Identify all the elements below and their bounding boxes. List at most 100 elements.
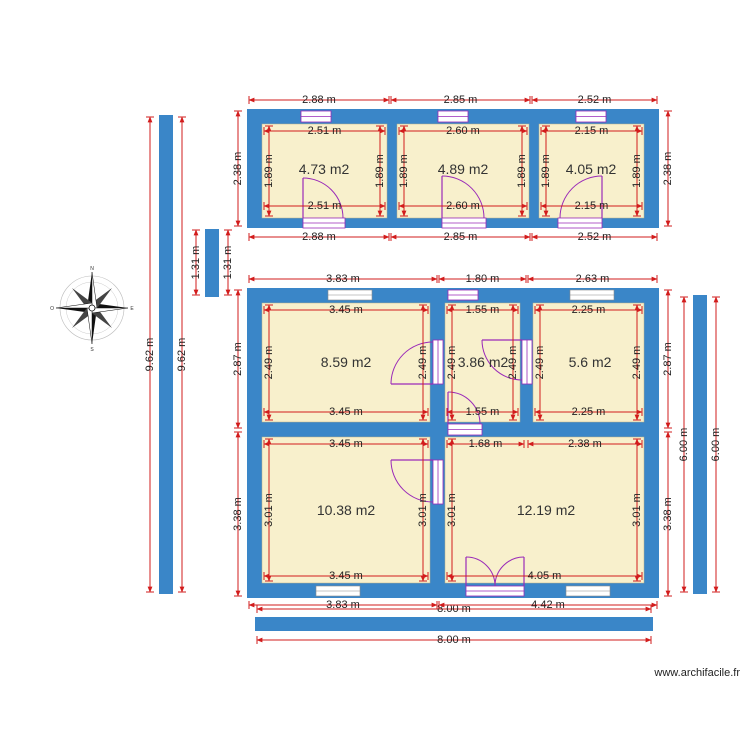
room-top-2	[396, 123, 530, 219]
dimension-label: 2.51 m	[308, 125, 342, 137]
dimension: 2.51 m	[263, 125, 386, 137]
area-label: 12.19 m2	[517, 502, 576, 518]
dimension: 2.87 m	[662, 289, 674, 429]
dimension-label: 3.01 m	[417, 493, 429, 527]
dimension: 1.89 m	[631, 125, 643, 217]
area-label: 10.38 m2	[317, 502, 376, 518]
dimension: 1.89 m	[263, 125, 275, 217]
dimension-label: 3.01 m	[631, 493, 643, 527]
window	[300, 110, 332, 123]
dimension: 2.52 m	[531, 231, 658, 243]
right-wall	[693, 295, 707, 594]
dimension-label: 2.85 m	[444, 231, 478, 243]
dimension: 2.88 m	[248, 94, 390, 106]
dimension-label: 3.45 m	[329, 438, 363, 450]
dimension-label: 3.83 m	[326, 273, 360, 285]
area-label: 3.86 m2	[458, 354, 509, 370]
dimension: 3.45 m	[263, 570, 429, 582]
dimension-label: 2.85 m	[444, 94, 478, 106]
dimension: 8.00 m	[256, 634, 652, 646]
door	[557, 175, 603, 229]
dimension: 1.89 m	[374, 125, 386, 217]
dimension: 2.49 m	[446, 304, 458, 421]
dimension-label: 6.00 m	[678, 428, 690, 462]
window	[315, 585, 361, 597]
dimension: 2.25 m	[534, 304, 643, 316]
dimension: 1.31 m	[190, 229, 202, 296]
dimension: 1.68 m	[446, 438, 525, 450]
dimension: 3.01 m	[631, 438, 643, 582]
pillar	[205, 229, 219, 297]
compass-west: O	[50, 306, 54, 312]
dimension-label: 2.49 m	[534, 346, 546, 380]
dimension-label: 9.62 m	[144, 338, 156, 372]
window	[447, 289, 479, 301]
dimension: 1.89 m	[398, 125, 410, 217]
dimension: 2.49 m	[417, 304, 429, 421]
dimension: 3.83 m	[248, 599, 438, 611]
dimension-label: 2.87 m	[662, 342, 674, 376]
compass-rose: N S E O	[50, 266, 134, 353]
dimension-label: 1.89 m	[398, 154, 410, 188]
room-4	[261, 436, 431, 584]
dimension-label: 9.62 m	[176, 338, 188, 372]
dimension: 1.89 m	[540, 125, 552, 217]
dimension-label: 3.83 m	[326, 599, 360, 611]
room-2	[444, 302, 521, 423]
door	[390, 459, 444, 505]
dimension-label: 2.52 m	[578, 231, 612, 243]
dimension: 3.45 m	[263, 304, 429, 316]
dimension-label: 2.60 m	[446, 125, 480, 137]
dimension: 6.00 m	[678, 296, 690, 593]
area-label: 4.05 m2	[566, 161, 617, 177]
dimension: 2.52 m	[531, 94, 658, 106]
dimension-label: 2.49 m	[417, 346, 429, 380]
dimension: 2.88 m	[248, 231, 390, 243]
left-wall	[159, 115, 173, 594]
dimension: 4.42 m	[438, 599, 658, 611]
dimension: 9.62 m	[176, 116, 188, 593]
dimension: 3.45 m	[263, 438, 429, 450]
dimension-label: 2.88 m	[302, 231, 336, 243]
dimension-label: 3.01 m	[446, 493, 458, 527]
dimension-label: 3.45 m	[329, 406, 363, 418]
dimension: 1.80 m	[438, 273, 527, 285]
dimension: 2.63 m	[527, 273, 658, 285]
dimension-label: 2.49 m	[263, 346, 275, 380]
bottom-wall	[255, 617, 653, 631]
window	[569, 289, 615, 301]
dimension-label: 1.31 m	[222, 246, 234, 280]
dimension: 9.62 m	[144, 116, 156, 593]
dimension-label: 2.60 m	[446, 200, 480, 212]
dimension-label: 1.68 m	[469, 438, 503, 450]
dimension: 2.60 m	[398, 200, 528, 212]
dimension: 2.60 m	[398, 125, 528, 137]
dimension-label: 1.89 m	[263, 154, 275, 188]
room-3	[532, 302, 645, 423]
dimension: 2.85 m	[390, 231, 531, 243]
dimension: 2.49 m	[263, 304, 275, 421]
dimension-label: 2.52 m	[578, 94, 612, 106]
dimension-label: 1.89 m	[516, 154, 528, 188]
dimension-label: 2.87 m	[232, 342, 244, 376]
dimension-label: 2.63 m	[576, 273, 610, 285]
room-top-1	[261, 123, 388, 219]
dimension: 3.01 m	[263, 438, 275, 582]
dimension: 2.25 m	[534, 406, 643, 418]
dimension-label: 3.45 m	[329, 570, 363, 582]
entrance-double-door	[465, 556, 525, 597]
dimension: 3.01 m	[446, 438, 458, 582]
dimension-label: 3.45 m	[329, 304, 363, 316]
dimension-label: 2.38 m	[662, 152, 674, 186]
dimension-label: 1.89 m	[540, 154, 552, 188]
dimension-label: 2.51 m	[308, 200, 342, 212]
dimension: 2.49 m	[534, 304, 546, 421]
dimension-label: 2.88 m	[302, 94, 336, 106]
dimension-label: 3.38 m	[662, 497, 674, 531]
dimension: 2.49 m	[507, 304, 519, 421]
dimension-label: 6.00 m	[710, 428, 722, 462]
window	[437, 110, 469, 123]
dimension: 2.85 m	[390, 94, 531, 106]
